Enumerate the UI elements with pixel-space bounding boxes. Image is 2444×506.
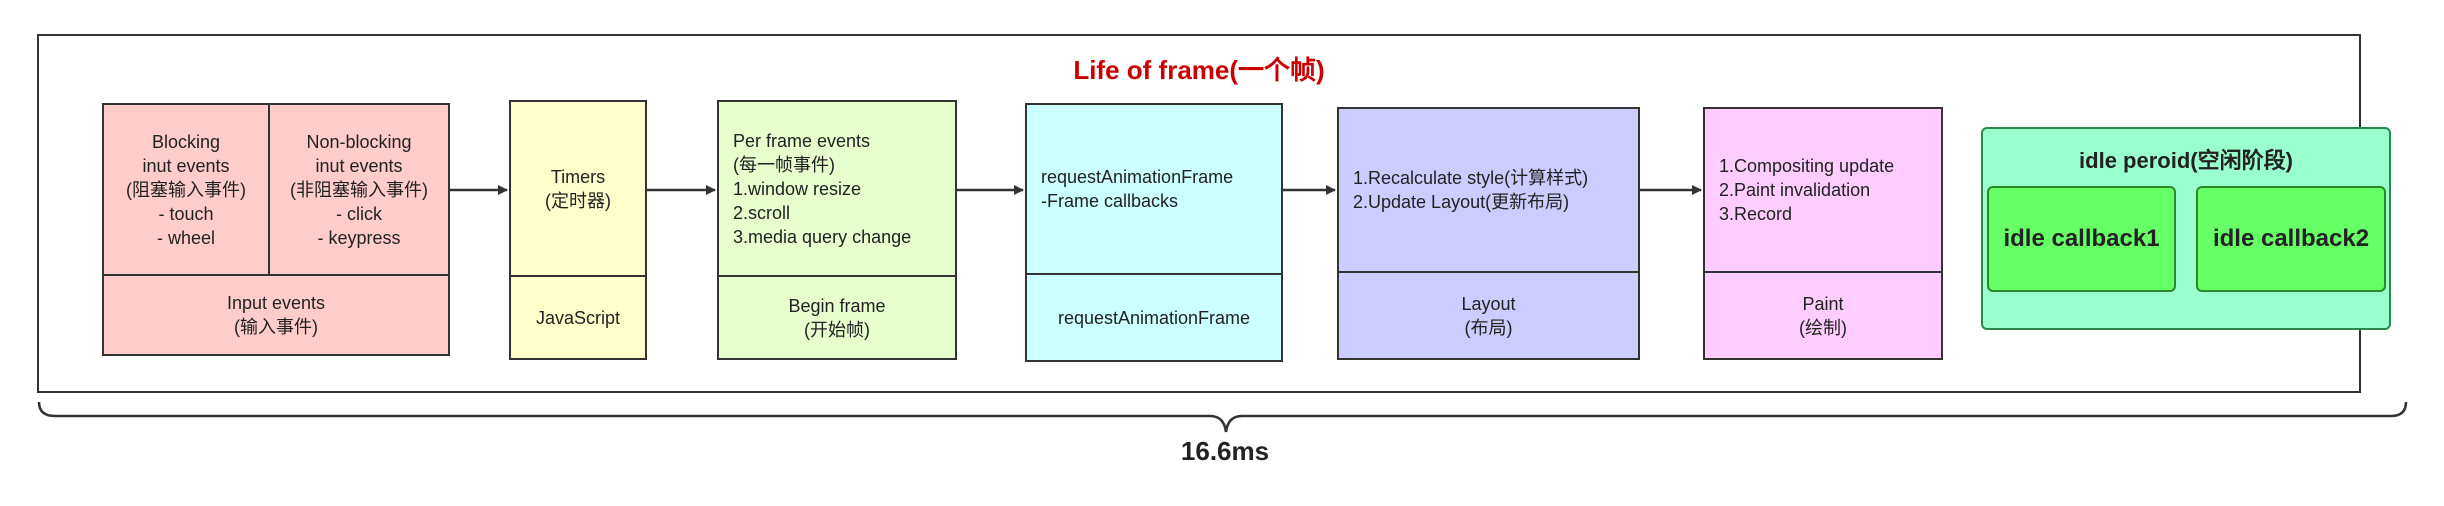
- footer-line: (绘制): [1799, 317, 1847, 338]
- footer-line: Paint: [1802, 293, 1844, 314]
- footer-line: Begin frame: [788, 295, 886, 316]
- nonblocking-line: (非阻塞输入事件): [290, 179, 428, 200]
- paint-line: 3.Record: [1719, 204, 1793, 224]
- paint-steps-box: 1.Compositing update 2.Paint invalidatio…: [1703, 107, 1943, 273]
- footer-line: requestAnimationFrame: [1057, 307, 1251, 328]
- footer-line: Input events: [226, 293, 326, 313]
- timers-box: Timers (定时器): [509, 100, 647, 277]
- layout-footer: Layout (布局): [1337, 271, 1640, 360]
- begin-line: (每一帧事件): [733, 154, 835, 175]
- raf-line: requestAnimationFrame: [1041, 167, 1234, 187]
- layout-line: 1.Recalculate style(计算样式): [1353, 168, 1589, 188]
- timers-line: Timers: [550, 166, 606, 187]
- nonblocking-line: inut events: [315, 155, 403, 176]
- raf-callbacks-box: requestAnimationFrame -Frame callbacks: [1025, 103, 1283, 275]
- input-events-footer: Input events (输入事件): [102, 274, 450, 356]
- idle-callback-1: idle callback1: [1987, 186, 2176, 292]
- footer-line: Layout: [1461, 293, 1516, 314]
- nonblocking-input-box: Non-blocking inut events (非阻塞输入事件) - cli…: [268, 103, 450, 276]
- blocking-line: Blocking: [151, 131, 221, 152]
- footer-line: JavaScript: [535, 307, 621, 328]
- blocking-line: inut events: [142, 155, 230, 176]
- paint-footer: Paint (绘制): [1703, 271, 1943, 360]
- nonblocking-line: - click: [336, 203, 382, 224]
- duration-brace: [37, 401, 2408, 433]
- begin-line: 2.scroll: [733, 202, 791, 223]
- footer-line: (布局): [1464, 317, 1513, 338]
- blocking-line: - wheel: [156, 227, 216, 248]
- footer-line: (输入事件): [233, 317, 318, 337]
- layout-steps-box: 1.Recalculate style(计算样式) 2.Update Layou…: [1337, 107, 1640, 273]
- paint-line: 1.Compositing update: [1719, 156, 1895, 176]
- timers-line: (定时器): [545, 190, 611, 211]
- begin-frame-footer: Begin frame (开始帧): [717, 275, 957, 360]
- raf-line: -Frame callbacks: [1041, 191, 1179, 211]
- nonblocking-line: - keypress: [317, 227, 401, 248]
- paint-line: 2.Paint invalidation: [1719, 180, 1871, 200]
- layout-line: 2.Update Layout(更新布局): [1353, 192, 1570, 212]
- blocking-input-box: Blocking inut events (阻塞输入事件) - touch - …: [102, 103, 270, 276]
- nonblocking-line: Non-blocking: [306, 131, 412, 152]
- raf-footer: requestAnimationFrame: [1025, 273, 1283, 362]
- footer-line: (开始帧): [804, 319, 870, 340]
- per-frame-events-box: Per frame events (每一帧事件) 1.window resize…: [717, 100, 957, 277]
- begin-line: 3.media query change: [733, 226, 912, 247]
- idle-period-title: idle peroid(空闲阶段): [2079, 148, 2293, 173]
- blocking-line: - touch: [158, 203, 214, 224]
- frame-duration-label: 16.6ms: [1180, 436, 1270, 466]
- idle-callback-2: idle callback2: [2196, 186, 2386, 292]
- javascript-footer: JavaScript: [509, 275, 647, 360]
- blocking-line: (阻塞输入事件): [126, 179, 246, 200]
- diagram-title: Life of frame(一个帧): [1073, 55, 1325, 85]
- begin-line: Per frame events: [733, 130, 871, 151]
- begin-line: 1.window resize: [733, 178, 862, 199]
